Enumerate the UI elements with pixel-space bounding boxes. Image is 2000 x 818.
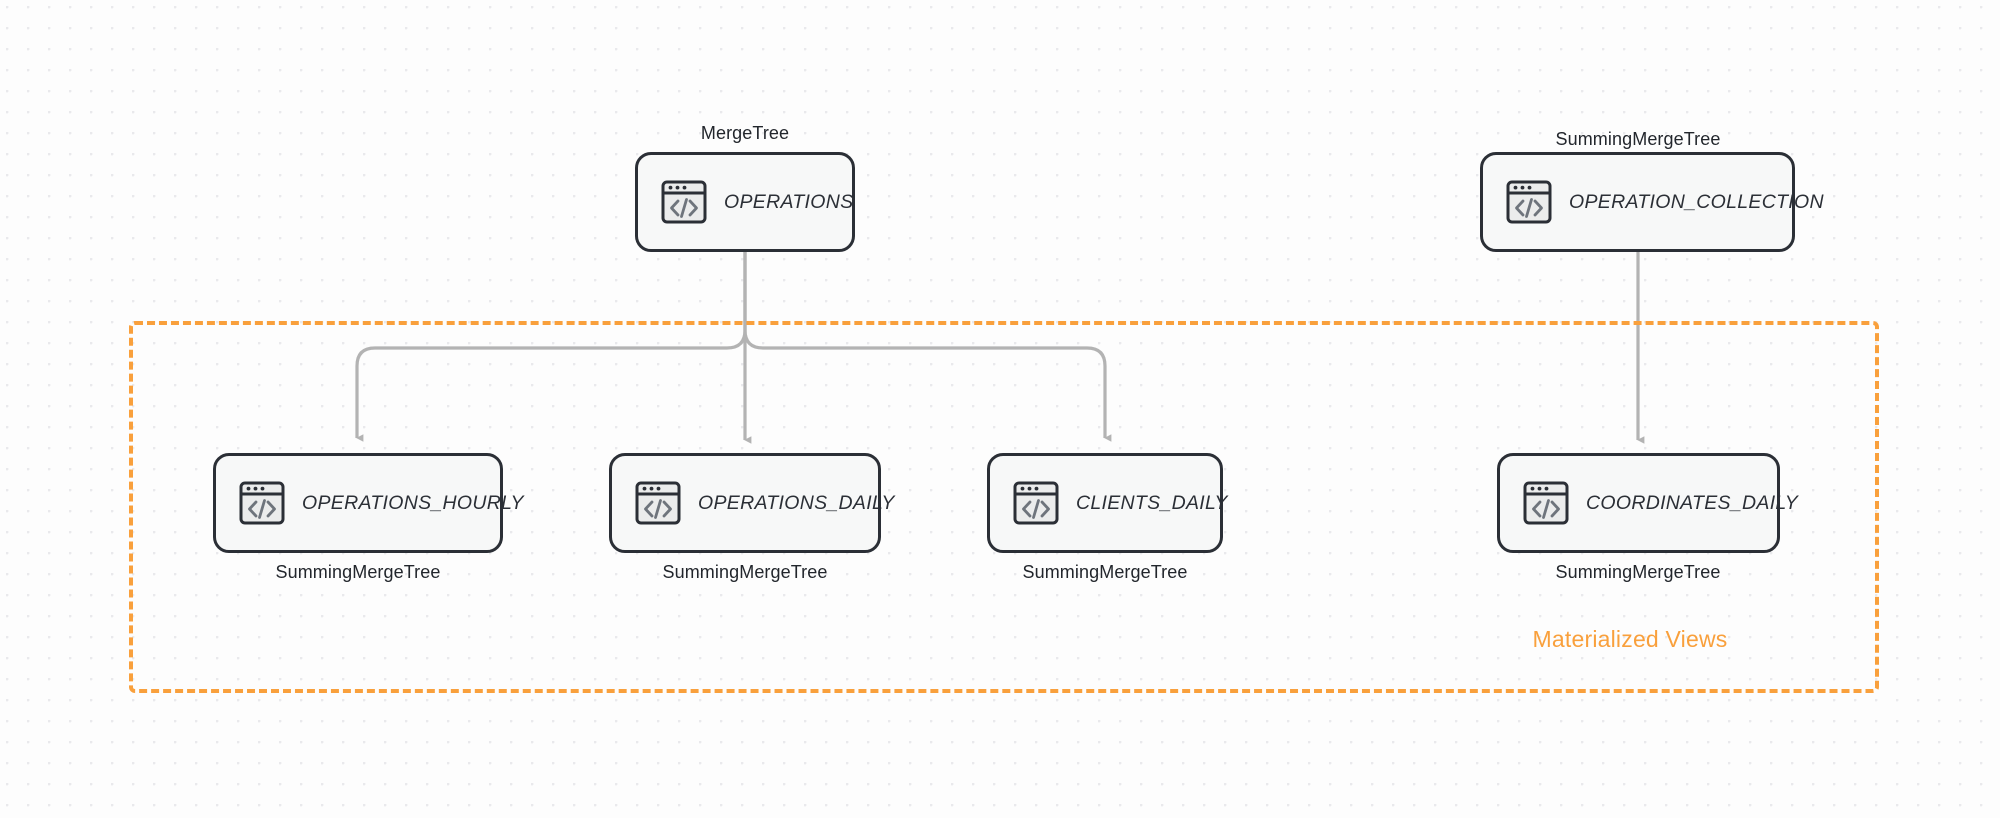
node-title: COORDINATES_DAILY <box>1586 491 1799 514</box>
code-window-icon <box>1505 178 1553 226</box>
materialized-views-group <box>129 321 1879 693</box>
node-operations-daily[interactable]: OPERATIONS_DAILY <box>609 453 894 553</box>
code-window-icon <box>238 479 286 527</box>
engine-label-operations-daily: SummingMergeTree <box>662 562 828 582</box>
node-operations[interactable]: OPERATIONS <box>635 152 855 252</box>
code-window-icon <box>660 178 708 226</box>
engine-label-coordinates-daily: SummingMergeTree <box>1555 562 1721 582</box>
node-clients-daily[interactable]: CLIENTS_DAILY <box>987 453 1227 553</box>
node-title: OPERATIONS_HOURLY <box>302 491 524 514</box>
engine-label-clients-daily: SummingMergeTree <box>1022 562 1188 582</box>
engine-label-operations-hourly: SummingMergeTree <box>275 562 441 582</box>
code-window-icon <box>1012 479 1060 527</box>
node-title: OPERATIONS <box>724 190 854 213</box>
materialized-views-label: Materialized Views <box>1532 626 1728 652</box>
node-operations-hourly[interactable]: OPERATIONS_HOURLY <box>213 453 524 553</box>
engine-label-operations: MergeTree <box>700 123 790 143</box>
node-operation-collection[interactable]: OPERATION_COLLECTION <box>1480 152 1824 252</box>
engine-label-operation-collection: SummingMergeTree <box>1555 129 1721 149</box>
node-coordinates-daily[interactable]: COORDINATES_DAILY <box>1497 453 1798 553</box>
node-title: CLIENTS_DAILY <box>1076 491 1228 514</box>
node-title: OPERATION_COLLECTION <box>1569 190 1824 213</box>
code-window-icon <box>634 479 682 527</box>
node-title: OPERATIONS_DAILY <box>698 491 895 514</box>
code-window-icon <box>1522 479 1570 527</box>
